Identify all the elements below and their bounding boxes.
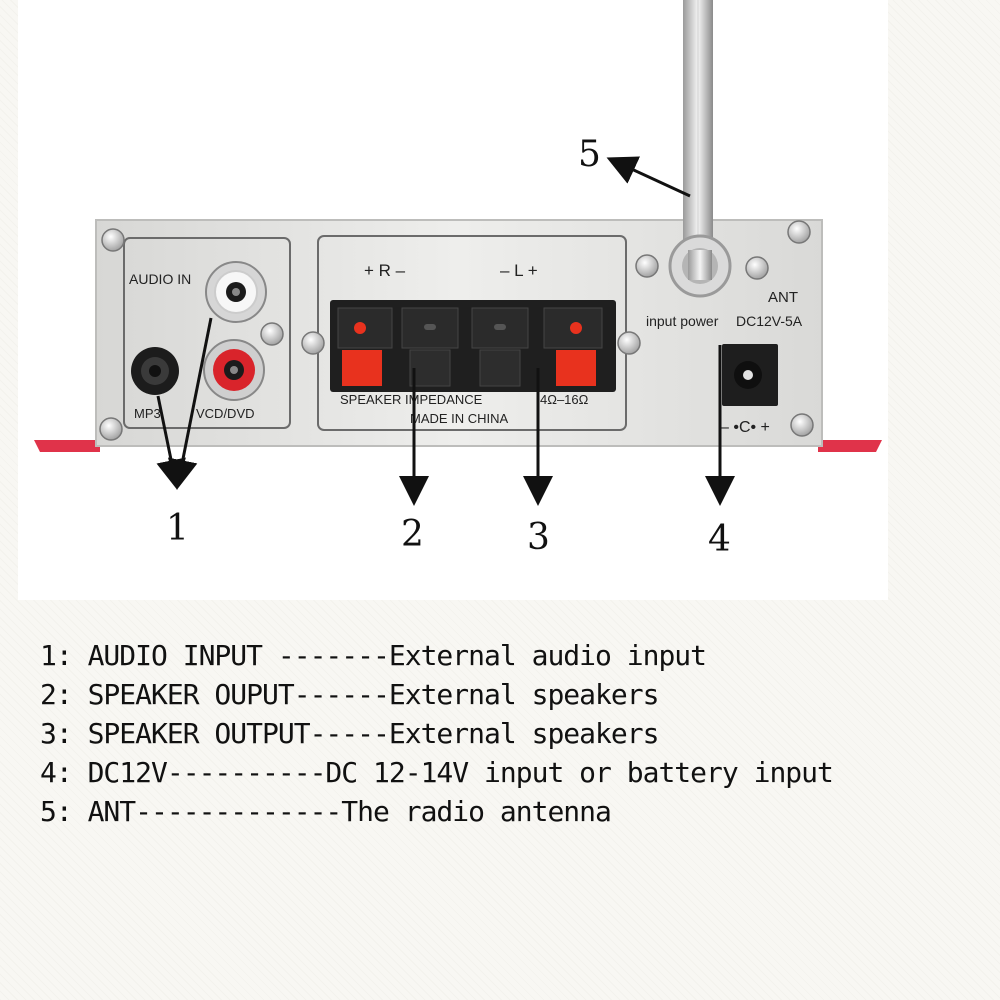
ant-label: ANT — [768, 289, 798, 306]
legend-item-ant: 5: ANT-------------The radio antenna — [40, 795, 612, 828]
impedance-range-label: 4Ω–16Ω — [540, 392, 589, 407]
legend-item-speaker-output: 3: SPEAKER OUTPUT-----External speakers — [40, 717, 659, 750]
callout-number-3: 3 — [527, 517, 550, 558]
screw-icon — [99, 417, 123, 441]
audio-in-label: AUDIO IN — [129, 271, 191, 287]
callout-number-1: 1 — [166, 508, 189, 549]
terminal-clip-l-plus — [543, 307, 603, 386]
legend-item-speaker-ouput: 2: SPEAKER OUPUT------External speakers — [40, 678, 659, 711]
screw-icon — [260, 322, 284, 346]
callout-arrow-1b — [156, 395, 186, 490]
screw-icon — [101, 228, 125, 252]
terminal-clip-r-minus — [401, 307, 459, 387]
terminal-clip-l-minus — [471, 307, 529, 387]
made-in-label: MADE IN CHINA — [410, 411, 509, 426]
screw-icon — [301, 331, 325, 355]
channel-l-label: – L + — [500, 261, 538, 280]
callout-arrow-5 — [606, 156, 691, 198]
dc-power-jack — [722, 344, 778, 406]
antenna-base — [668, 234, 732, 298]
polarity-label: – •C• + — [720, 419, 770, 436]
screw-icon — [635, 254, 659, 278]
audio-in-frame — [123, 237, 291, 429]
input-power-label: input power — [646, 313, 719, 329]
housing-flange-right — [818, 440, 882, 452]
legend-item-audio-input: 1: AUDIO INPUT -------External audio inp… — [40, 639, 707, 672]
callout-number-5: 5 — [578, 134, 601, 175]
panel-screws — [99, 220, 814, 441]
callout-arrow-1a — [167, 317, 213, 490]
rca-white-jack — [205, 261, 267, 323]
legend-list: 1: AUDIO INPUT -------External audio inp… — [40, 636, 990, 831]
screw-icon — [787, 220, 811, 244]
screw-icon — [790, 413, 814, 437]
terminal-clip-r-plus — [337, 307, 393, 386]
mp3-jack — [131, 347, 179, 395]
housing-flange-left — [34, 440, 100, 452]
dc-rating-label: DC12V-5A — [736, 313, 803, 329]
screw-icon — [617, 331, 641, 355]
speaker-impedance-label: SPEAKER IMPEDANCE — [340, 392, 483, 407]
amplifier-diagram: AUDIO IN MP3 VCD/DVD + R – – L + — [34, 0, 882, 560]
screw-icon — [745, 256, 769, 280]
mp3-label: MP3 — [134, 406, 161, 421]
callout-number-4: 4 — [708, 519, 731, 560]
callout-number-2: 2 — [401, 514, 424, 555]
legend-item-dc12v: 4: DC12V----------DC 12-14V input or bat… — [40, 756, 834, 789]
rca-red-jack — [203, 339, 265, 401]
vcd-dvd-label: VCD/DVD — [196, 406, 255, 421]
channel-r-label: + R – — [364, 261, 406, 280]
